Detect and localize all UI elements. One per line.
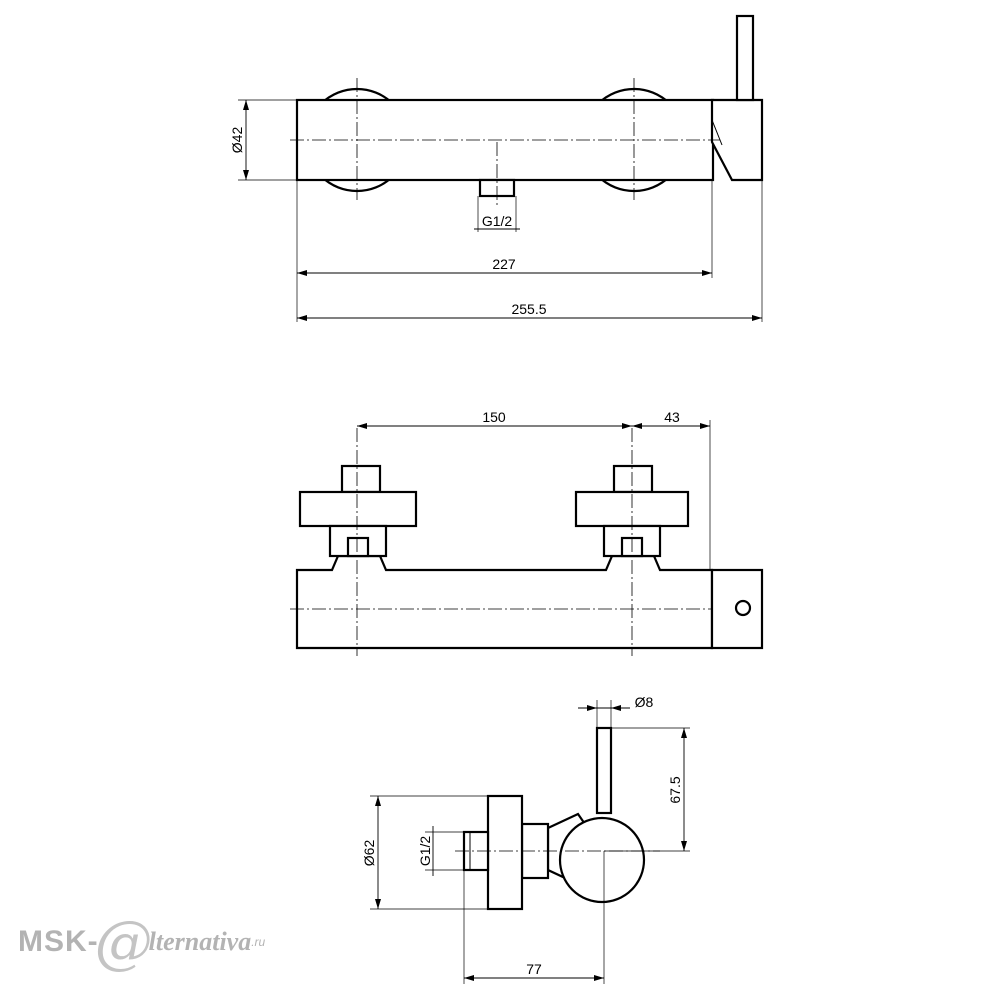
dim-flange-diameter: Ø62 (361, 840, 377, 867)
dim-lever-height: 67.5 (667, 776, 683, 803)
dim-inlet-spacing: 150 (482, 409, 506, 425)
watermark-logo: MSK-@lternativa.ru (18, 908, 265, 976)
watermark-name: lternativa (148, 927, 252, 956)
lever-rod (735, 14, 755, 102)
top-view: Ø42 G1/2 227 255.5 (229, 14, 764, 322)
side-lever-rod (595, 726, 613, 815)
watermark-prefix: MSK- (18, 925, 99, 958)
dim-lever-diameter: Ø8 (635, 694, 654, 710)
dim-body-length: 227 (492, 256, 516, 272)
front-mixer-body (295, 554, 714, 650)
side-wall-flange (486, 794, 524, 911)
front-handle-hole (734, 599, 752, 617)
watermark-suffix: .ru (251, 935, 266, 949)
left-eccentric-top (340, 464, 382, 494)
dim-handle-offset: 43 (664, 409, 680, 425)
dim-inlet-thread-side: G1/2 (417, 836, 433, 867)
front-view: 150 43 (290, 409, 764, 656)
dim-overall-length: 255.5 (511, 301, 546, 317)
side-handle-sphere (558, 816, 646, 904)
right-eccentric-top (612, 464, 654, 494)
side-view: Ø8 67.5 Ø62 G1/2 77 (361, 694, 690, 984)
watermark-at-icon: @ (94, 908, 153, 976)
left-flange-side (298, 490, 418, 528)
dim-body-diameter: Ø42 (229, 127, 245, 154)
dim-depth: 77 (526, 961, 542, 977)
dim-inlet-thread-top: G1/2 (482, 213, 513, 229)
